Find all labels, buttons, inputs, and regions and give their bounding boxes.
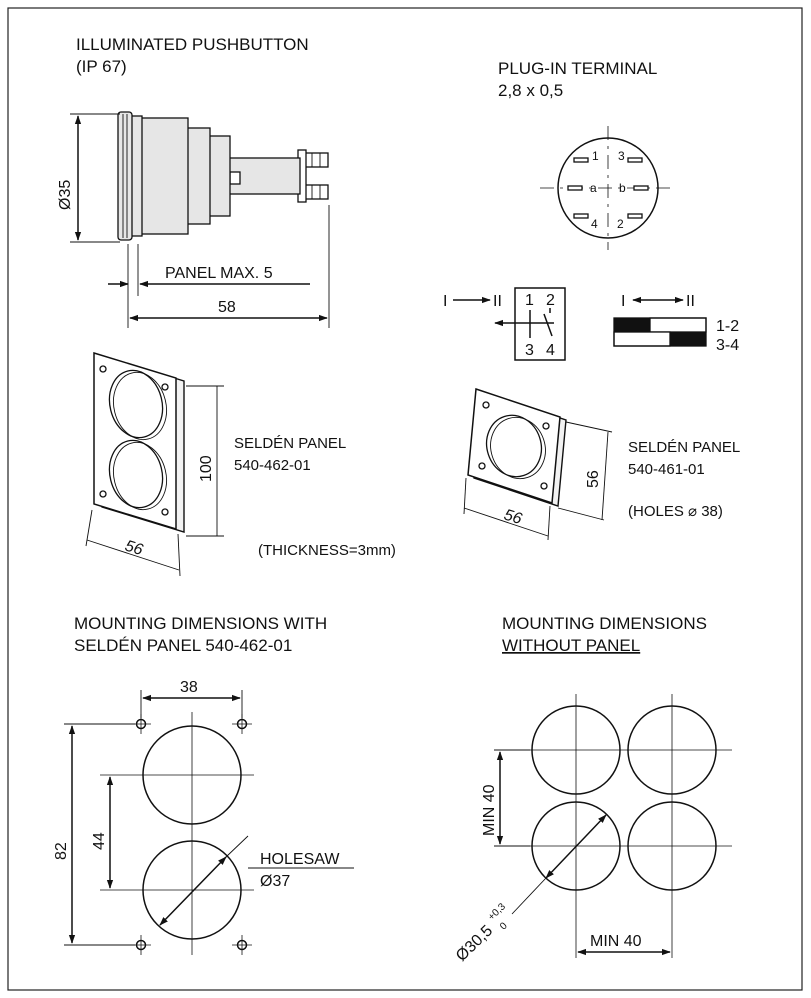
pin-2-label: 2 — [617, 217, 624, 231]
double-panel-part: 540-462-01 — [234, 457, 311, 474]
panel-hole-upper — [108, 369, 164, 439]
pin-3-label: 3 — [618, 149, 625, 163]
width-38-label: 38 — [180, 679, 198, 696]
switch-housing — [207, 135, 231, 217]
pitch-44-label: 44 — [91, 832, 108, 850]
terminal-title: PLUG-IN TERMINAL — [498, 59, 657, 78]
contact-pair-3-4: 3-4 — [716, 337, 739, 354]
panel-thickness-note: (THICKNESS=3mm) — [258, 542, 396, 559]
single-panel-section: 56 56 SELDÉN PANEL 540-461-01 (HOLES ⌀ 3… — [463, 387, 740, 541]
double-panel-width-line — [86, 539, 180, 571]
contact-schematic-box — [514, 287, 566, 361]
pin-a-label: a — [590, 181, 597, 195]
mount-nopanel-title: MOUNTING DIMENSIONS — [502, 614, 707, 633]
hole-diameter-callout: Ø30,5 +0,3 0 — [453, 901, 510, 965]
mount-panel-title: MOUNTING DIMENSIONS WITH — [74, 614, 327, 633]
hole-diameter-label: Ø30,5 — [453, 922, 496, 965]
terminal-pin-diagram: 1 3 a b 4 2 — [540, 126, 676, 250]
hole-bottom-left — [531, 801, 621, 891]
contact-4-label: 4 — [546, 342, 555, 359]
single-panel-part: 540-461-01 — [628, 461, 705, 478]
contact-1-label: 1 — [525, 292, 534, 309]
terminal-section: PLUG-IN TERMINAL 2,8 x 0,5 1 3 a b 4 2 — [498, 59, 676, 250]
hole-diameter-line — [545, 814, 607, 879]
tolerance-lower: 0 — [498, 920, 510, 932]
min-40-horizontal-label: MIN 40 — [590, 933, 642, 950]
mount-nopanel-subtitle: WITHOUT PANEL — [502, 636, 640, 655]
terminal-upper — [303, 152, 329, 168]
pin-1-label: 1 — [592, 149, 599, 163]
holesaw-diameter-line — [159, 856, 227, 926]
pin-4-label: 4 — [591, 217, 598, 231]
panel-hole-lower — [108, 439, 164, 509]
tolerance-upper: +0,3 — [486, 901, 508, 923]
single-panel-height: 56 — [585, 470, 602, 488]
holesaw-label: HOLESAW — [260, 851, 340, 868]
contact-2-label: 2 — [546, 292, 555, 309]
double-panel-name: SELDÉN PANEL — [234, 435, 346, 452]
min-40-vertical-label: MIN 40 — [481, 784, 498, 836]
single-panel-height-line — [601, 431, 609, 521]
terminal-lower — [303, 184, 329, 200]
single-panel-width-line — [463, 507, 549, 537]
contact-truth-table — [613, 317, 707, 347]
table-position-ii-label: II — [686, 293, 695, 310]
single-panel-hole — [485, 414, 543, 478]
contact-pair-1-2: 1-2 — [716, 318, 739, 335]
single-panel-plate — [467, 387, 567, 507]
mounting-with-panel-section: MOUNTING DIMENSIONS WITH SELDÉN PANEL 54… — [53, 614, 354, 955]
hole-top-right — [627, 705, 717, 795]
pushbutton-title: ILLUMINATED PUSHBUTTON — [76, 35, 309, 54]
panel-max-label: PANEL MAX. 5 — [165, 265, 273, 282]
contact-3-label: 3 — [525, 342, 534, 359]
single-panel-holes-note: (HOLES ⌀ 38) — [628, 503, 723, 520]
single-panel-width: 56 — [502, 507, 524, 528]
pin-b-label: b — [619, 181, 626, 195]
diameter-label: Ø35 — [57, 180, 74, 210]
pushbutton-body — [117, 111, 329, 241]
pushbutton-section: ILLUMINATED PUSHBUTTON (IP 67) — [57, 35, 330, 328]
double-panel-height: 100 — [198, 455, 215, 482]
position-i-label: I — [443, 293, 447, 310]
button-bezel — [137, 117, 189, 235]
hole-bottom-right — [627, 801, 717, 891]
single-panel-name: SELDÉN PANEL — [628, 439, 740, 456]
double-panel-width: 56 — [123, 538, 145, 559]
terminal-subtitle: 2,8 x 0,5 — [498, 81, 563, 100]
mounting-without-panel-section: MOUNTING DIMENSIONS WITHOUT PANEL MIN 40… — [453, 614, 732, 965]
length-label: 58 — [218, 299, 236, 316]
table-position-i-label: I — [621, 293, 625, 310]
hole-top-left — [531, 705, 621, 795]
mount-panel-subtitle: SELDÉN PANEL 540-462-01 — [74, 636, 292, 655]
position-ii-label: II — [493, 293, 502, 310]
holesaw-size: Ø37 — [260, 873, 290, 890]
switching-section: I II 1 2 3 4 I II 1-2 3-4 — [443, 287, 739, 361]
sheet-border — [7, 7, 803, 991]
double-panel-plate — [93, 351, 185, 533]
double-panel-section: 100 56 SELDÉN PANEL 540-462-01 (THICKNES… — [85, 351, 396, 577]
pushbutton-subtitle: (IP 67) — [76, 57, 127, 76]
connector-outline — [557, 137, 659, 239]
height-82-label: 82 — [53, 842, 70, 860]
